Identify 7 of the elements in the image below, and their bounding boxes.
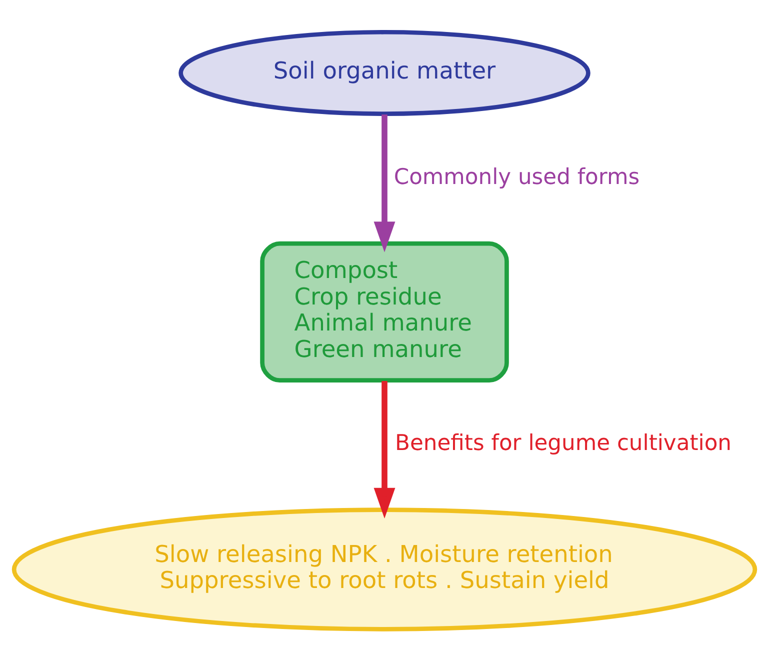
arrow: [374, 380, 396, 518]
node-ellipse: Slow releasing NPK . Moisture retention Suppressive to root rots . Sustain yield: [12, 507, 758, 631]
node-ellipse: Soil organic matter: [178, 29, 590, 116]
node-box: Compost Crop residue Animal manure Green manure: [260, 240, 509, 382]
arrow: [374, 114, 396, 252]
edge-label: Benefits for legume cultivation: [395, 430, 732, 456]
edge-label: Commonly used forms: [394, 164, 640, 190]
